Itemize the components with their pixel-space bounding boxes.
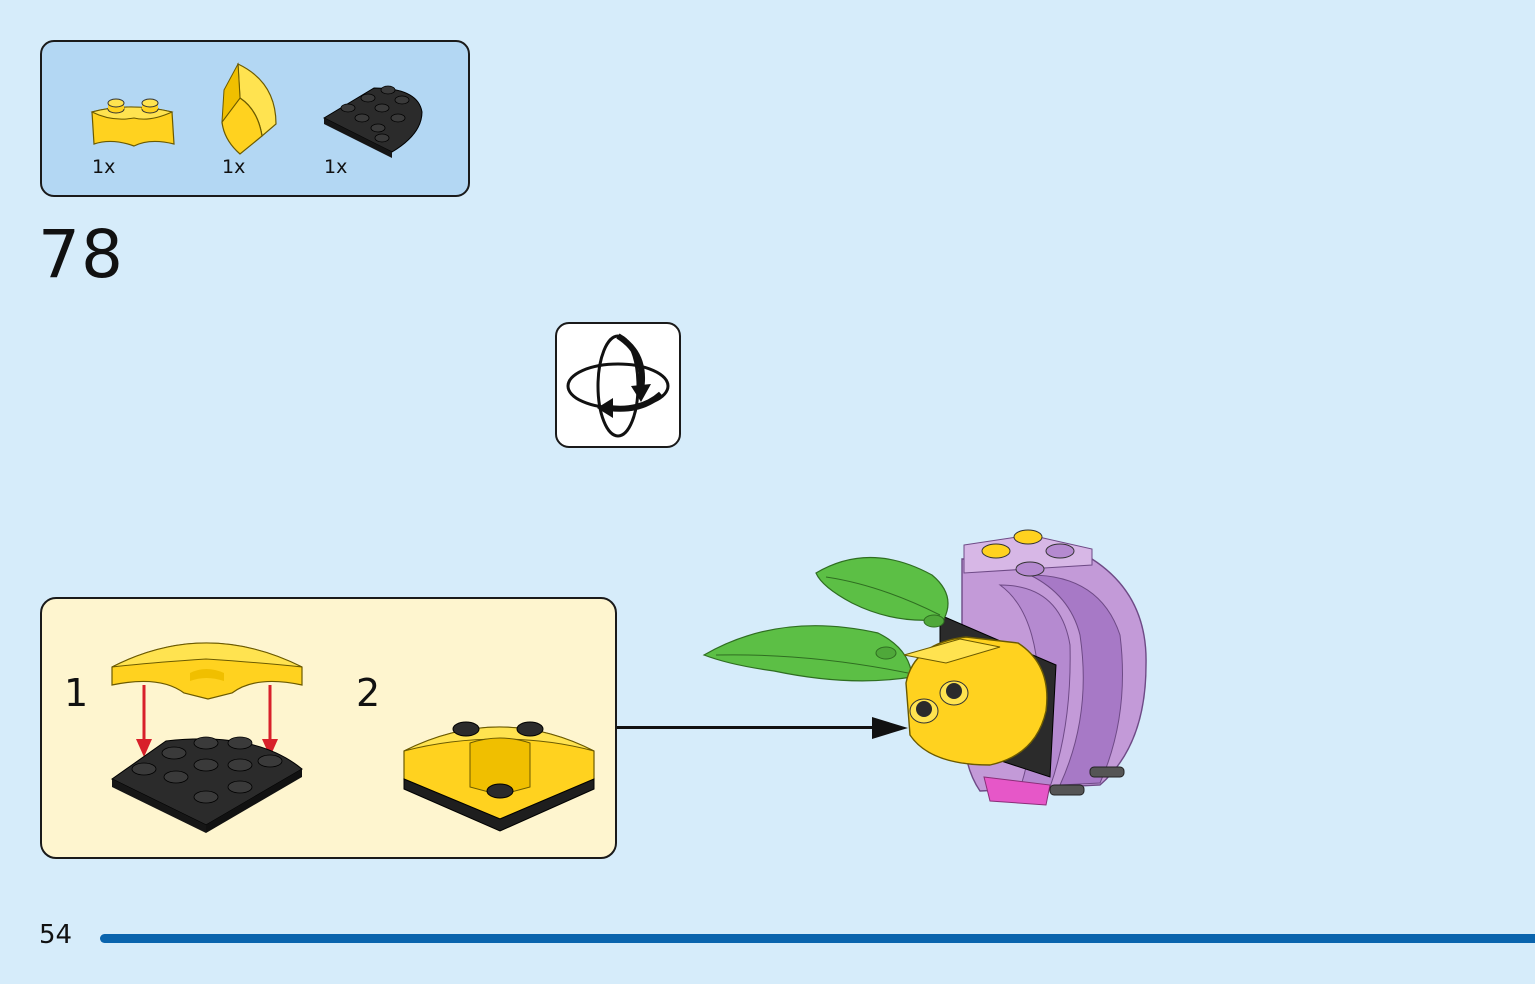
part-quantity: 1x: [324, 156, 348, 178]
sub-step-label: 2: [356, 671, 381, 715]
callout-connector: [617, 726, 877, 729]
placement-arrow-icon: [872, 717, 908, 739]
sub-assembly-box: 1 2: [40, 597, 617, 859]
yellow-curved-brick-icon: [90, 94, 180, 159]
model-illustration: [702, 529, 1147, 806]
sub-step-label: 1: [64, 671, 89, 715]
part-quantity: 1x: [92, 156, 116, 178]
page-number: 54: [39, 920, 73, 950]
rotate-model-icon: [566, 333, 670, 438]
page-bar: [100, 934, 1535, 943]
step-number: 78: [38, 216, 124, 293]
parts-list-box: 1x 1x 1x: [40, 40, 470, 197]
sub-step-1-illustration: [111, 642, 303, 833]
sub-step-2-illustration: [403, 721, 595, 832]
yellow-curved-slope-icon: [218, 62, 282, 158]
black-round-corner-plate-icon: [322, 72, 432, 158]
rotate-hint-box: [555, 322, 681, 448]
part-quantity: 1x: [222, 156, 246, 178]
